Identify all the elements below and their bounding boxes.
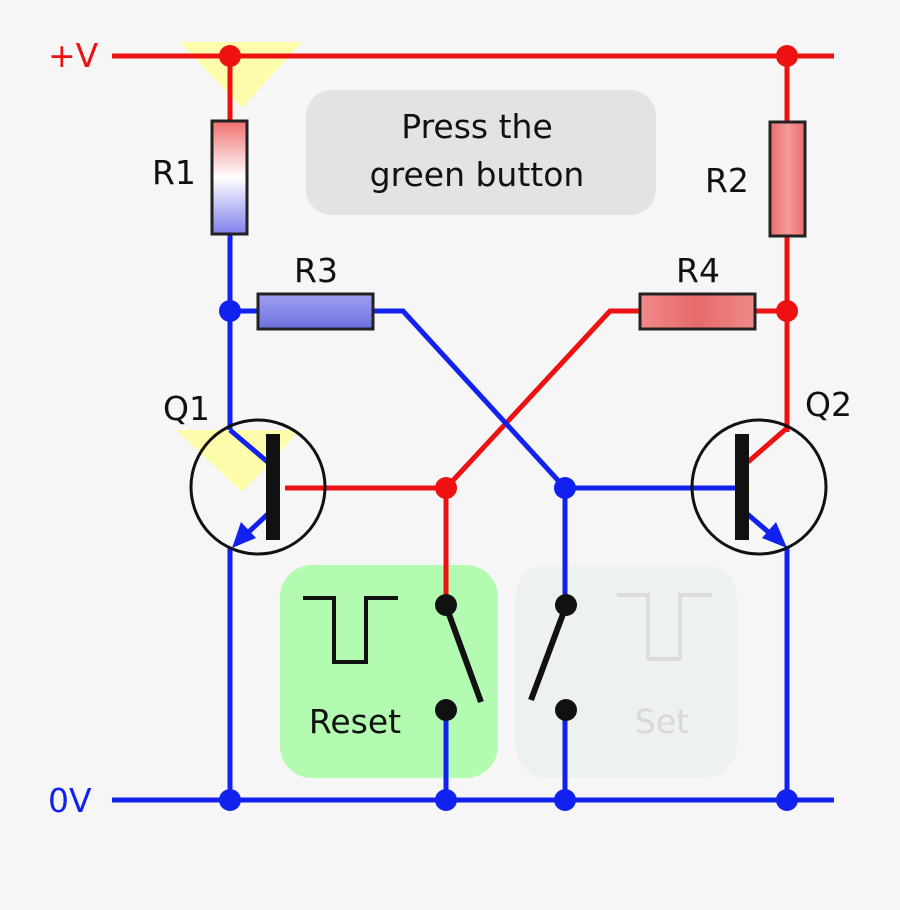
resistor-r2 (768, 120, 807, 238)
positive-rail-label: +V (48, 36, 99, 75)
reset-switch-top-contact (435, 594, 457, 616)
label-q2: Q2 (805, 385, 852, 424)
transistor-q1 (189, 418, 327, 556)
q2-emitter-arrow (762, 522, 787, 548)
set-pulse-icon (617, 593, 712, 661)
ground-junctions (219, 300, 798, 811)
positive-junctions (219, 45, 798, 499)
q1-base-bar (266, 434, 280, 540)
set-switch-bottom-contact (555, 699, 577, 721)
transistor-q2 (690, 418, 828, 556)
reset-button-label[interactable]: Reset (309, 702, 401, 741)
hint-line-2: green button (370, 155, 585, 194)
label-r4: R4 (676, 251, 720, 290)
label-r1: R1 (152, 153, 196, 192)
resistor-r4 (638, 292, 757, 331)
resistor-r1 (210, 119, 249, 236)
set-switch-top-contact (555, 594, 577, 616)
label-r3: R3 (294, 251, 338, 290)
reset-switch-bottom-contact (435, 699, 457, 721)
set-button-label[interactable]: Set (635, 702, 689, 741)
resistor-r3 (256, 292, 375, 331)
label-q1: Q1 (163, 389, 210, 428)
ground-rail-label: 0V (48, 781, 92, 820)
q2-base-bar (735, 434, 749, 540)
label-r2: R2 (705, 161, 749, 200)
hint-line-1: Press the (401, 107, 553, 146)
reset-switch-lever (443, 604, 484, 704)
reset-pulse-icon (303, 596, 398, 664)
set-switch-lever (528, 604, 569, 702)
hint-box (306, 90, 656, 215)
q1-emitter-arrow (232, 522, 256, 548)
current-highlight-top (180, 42, 302, 108)
